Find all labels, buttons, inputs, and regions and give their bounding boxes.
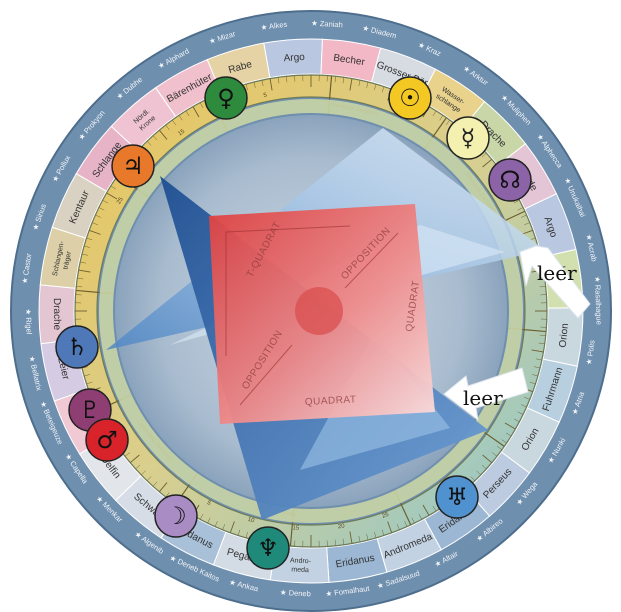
neptune-icon: ♆ — [257, 534, 279, 562]
star-name-label: ★ Rasalhague — [593, 276, 604, 325]
planet-neptune[interactable]: ♆ — [247, 527, 289, 569]
lunar-node-icon: ☊ — [499, 166, 520, 194]
pluto-icon: ♇ — [79, 396, 101, 424]
annotation-leer-upper: leer — [537, 261, 577, 285]
moon-icon: ☽ — [165, 502, 187, 530]
mars-icon: ♂ — [96, 426, 118, 454]
constellation-label: Drache — [51, 298, 62, 331]
planet-node[interactable]: ☊ — [489, 159, 531, 201]
planet-moon[interactable]: ☽ — [155, 495, 197, 537]
star-name-label: ★ Zaniah — [311, 19, 343, 30]
planet-venus[interactable]: ♀ — [205, 77, 247, 119]
jupiter-icon: ♃ — [122, 152, 144, 180]
star-name-label: ★ Deneb — [280, 588, 311, 599]
planet-sun[interactable]: ☉ — [389, 77, 431, 119]
center-dot — [295, 287, 343, 335]
saturn-icon: ♄ — [66, 333, 88, 361]
sun-icon: ☉ — [399, 84, 421, 112]
uranus-icon: ♅ — [446, 483, 468, 511]
zodiac-degree-number: 15 — [292, 525, 300, 531]
planet-jupiter[interactable]: ♃ — [112, 145, 154, 187]
planet-mercury[interactable]: ☿ — [447, 117, 489, 159]
mercury-icon: ☿ — [461, 124, 476, 152]
annotation-leer-lower: leer — [463, 386, 503, 410]
venus-icon: ♀ — [217, 84, 235, 112]
planet-mars[interactable]: ♂ — [86, 419, 128, 461]
constellation-label: Argo — [283, 52, 305, 64]
constellation-label: Orion — [558, 323, 571, 348]
star-name-label: ★ Rigel — [24, 308, 34, 335]
planet-uranus[interactable]: ♅ — [436, 476, 478, 518]
planet-saturn[interactable]: ♄ — [56, 326, 98, 368]
